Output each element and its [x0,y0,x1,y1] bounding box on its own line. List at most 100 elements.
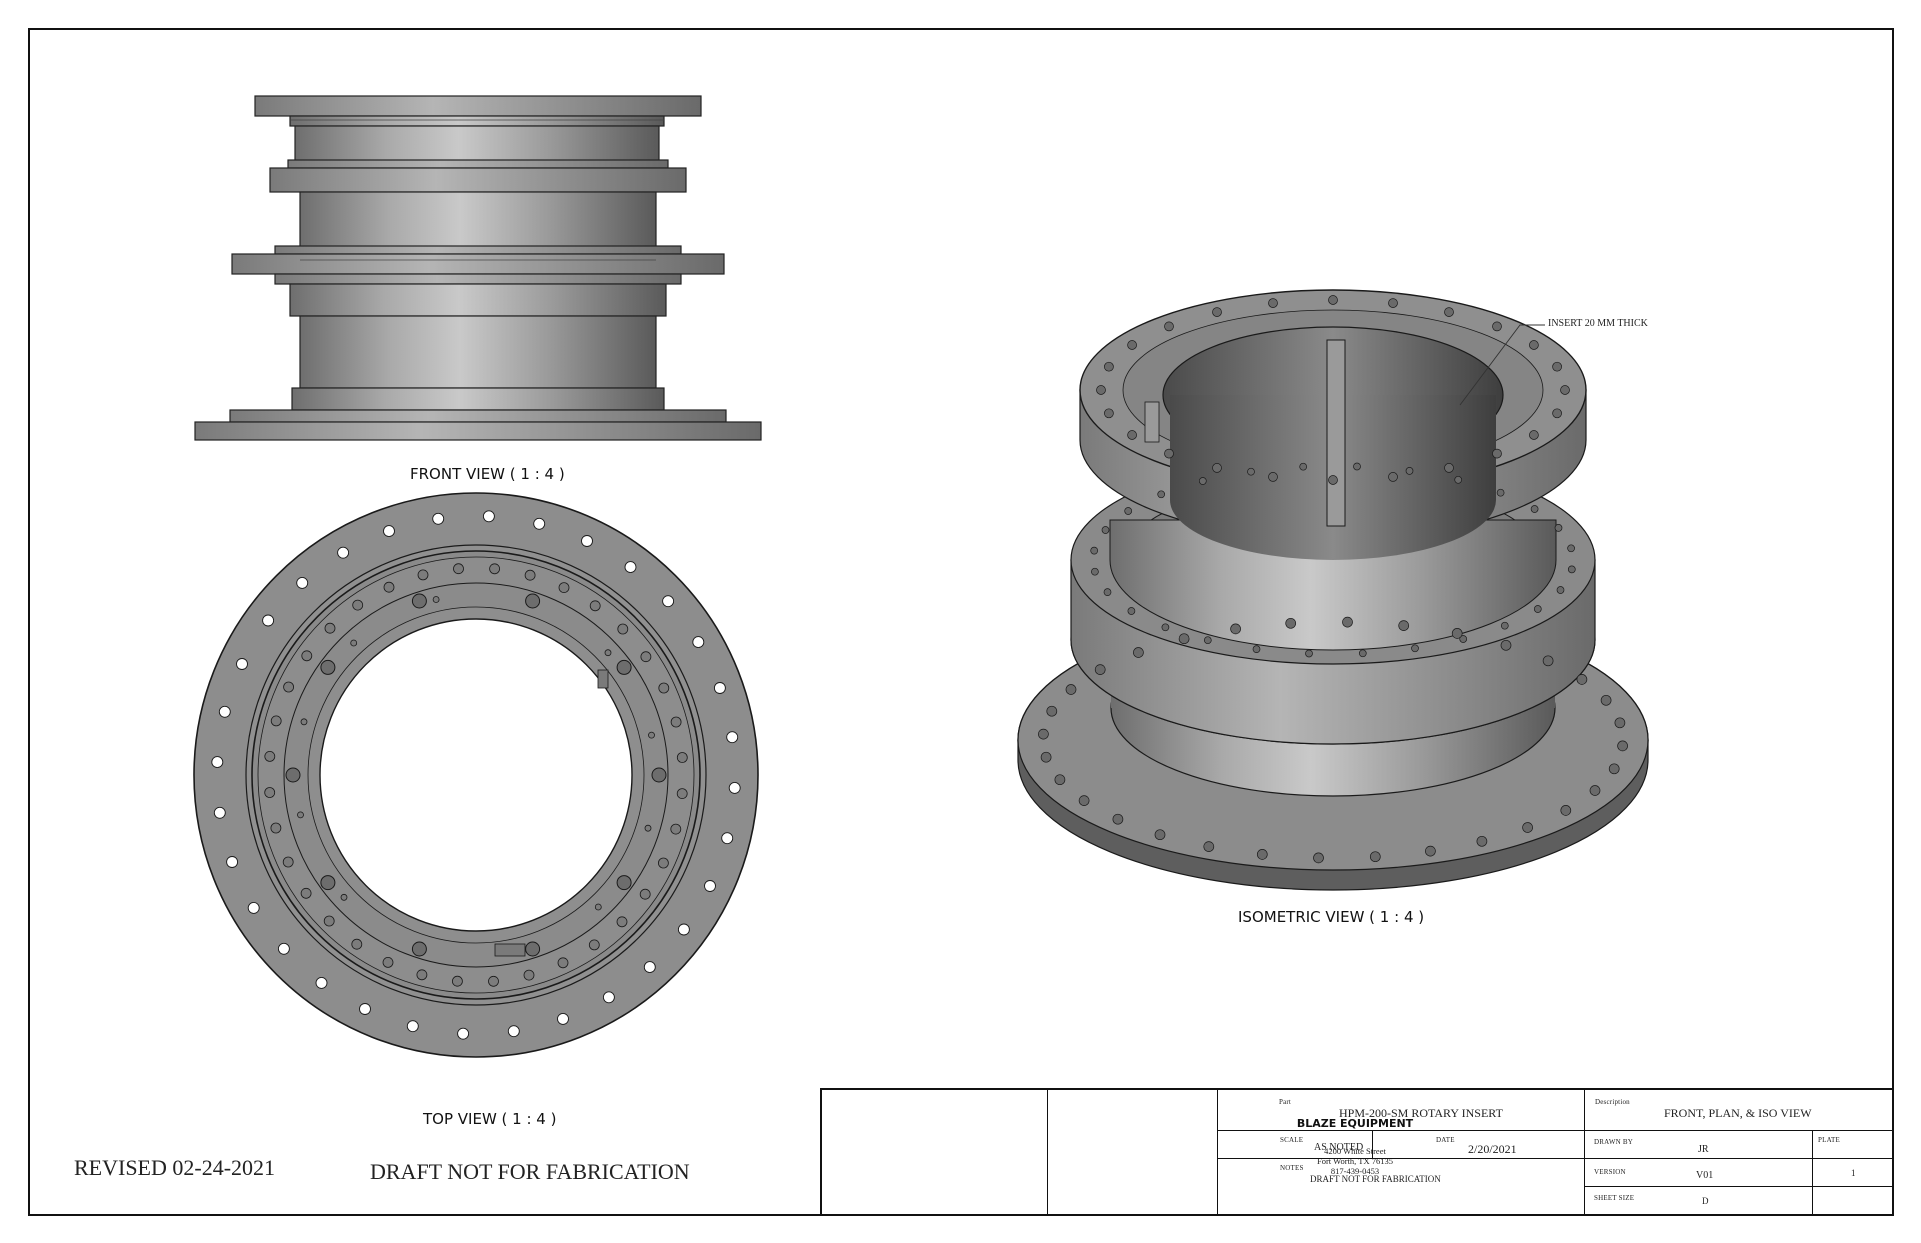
bolt-hole [713,682,726,694]
bolt-hole [296,576,309,589]
bolt-hole [1212,463,1222,473]
bolt-hole [1104,361,1114,372]
bolt-hole [1533,605,1542,613]
bolt-hole [1342,616,1353,628]
bolt-hole [300,887,312,899]
bolt-hole [1091,567,1099,576]
notes-label: NOTES [1280,1164,1304,1172]
bolt-hole [1040,751,1052,763]
bolt-hole [1454,475,1463,484]
bolt-hole [1046,705,1058,717]
bolt-hole [557,1012,569,1025]
draft-note: DRAFT NOT FOR FABRICATION [370,1159,690,1184]
bolt-hole [676,788,688,799]
bolt-hole [1567,544,1575,553]
bolt-hole [337,546,350,559]
bolt-hole [1496,488,1505,497]
bolt-hole [676,752,688,763]
bolt-hole [1405,467,1414,475]
bolt-hole [1103,588,1112,596]
bolt-hole [1124,507,1133,515]
scale-value: AS NOTED [1314,1142,1364,1153]
bolt-hole [1444,307,1454,317]
bolt-hole [523,969,535,981]
drawn-by-label: DRAWN BY [1594,1138,1633,1146]
bolt-hole [721,832,734,845]
bolt-hole [1614,717,1626,729]
bolt-hole [383,581,395,593]
description-value: FRONT, PLAN, & ISO VIEW [1664,1106,1812,1120]
date-label: DATE [1436,1136,1455,1144]
bolt-hole [1096,385,1106,395]
bolt-hole [488,975,499,987]
bolt-hole [1112,813,1124,825]
bolt-hole [301,650,313,662]
bolt-hole [670,716,682,728]
logo-wordmark: BLAZE [915,1134,1028,1169]
bolt-hole [533,517,546,530]
bolt-hole [670,823,682,835]
bolt-hole [704,880,716,892]
bolt-hole [728,781,741,794]
bolt-hole [411,593,427,609]
bolt-hole [1552,408,1562,419]
bolt-hole [658,682,670,694]
bolt-hole [1212,307,1222,317]
bolt-hole [1476,835,1488,847]
bolt-hole [406,1020,419,1033]
bolt-hole [1576,674,1588,685]
front-view-caption: FRONT VIEW ( 1 : 4 ) [410,465,565,483]
bolt-hole [1554,524,1563,532]
bolt-hole [1268,472,1278,482]
bolt-hole [1500,621,1509,630]
bolt-hole [1451,628,1463,639]
notes-value: DRAFT NOT FOR FABRICATION [1310,1174,1441,1184]
bolt-hole [624,561,637,574]
bolt-hole [1157,490,1166,499]
bolt-hole [525,593,541,609]
isometric-view-caption: ISOMETRIC VIEW ( 1 : 4 ) [1238,908,1425,926]
plate-value: 1 [1851,1168,1856,1178]
bolt-hole [1161,623,1170,632]
bolt-hole [581,535,593,547]
bolt-hole [1133,647,1144,658]
bolt-hole [432,596,440,603]
bolt-hole [643,961,656,974]
bolt-hole [350,639,358,647]
front-view [194,95,762,441]
bolt-hole [323,915,335,927]
bolt-hole [602,991,615,1004]
bolt-hole [1560,805,1572,816]
bolt-hole [639,888,651,900]
bolt-hole [1444,463,1454,473]
bolt-hole [1285,617,1297,629]
bolt-hole [1252,645,1261,653]
part-label: Part [1279,1098,1292,1106]
bolt-hole [315,976,328,989]
bolt-hole [640,651,652,663]
bolt-hole [1560,385,1570,395]
bolt-hole [589,600,601,612]
top-view-caption: TOP VIEW ( 1 : 4 ) [423,1110,557,1128]
bolt-hole [1530,505,1539,513]
bolt-hole [1529,430,1539,440]
bolt-hole [1178,633,1190,645]
bolt-hole [1522,822,1533,833]
company-info: BLAZE EQUIPMENT 4200 White Street Fort W… [1044,1090,1413,1214]
plate-label: PLATE [1818,1136,1840,1144]
logo-subtitle: EQUIPMENT [919,1170,1010,1185]
title-block: BLAZE EQUIPMENT BLAZE EQUIPMENT 4200 Whi… [820,1088,1894,1216]
bolt-hole [1101,526,1110,534]
company-address-line1: 4200 White Street [1324,1146,1386,1156]
top-view-outer-bolt-holes [211,510,741,1040]
bolt-hole [726,731,739,744]
bolt-hole [1078,795,1090,806]
bolt-hole [1094,664,1106,675]
bolt-hole [1164,448,1174,459]
bolt-hole [1608,763,1620,775]
bolt-hole [616,916,628,928]
bolt-hole [359,1003,371,1015]
bolt-hole [1104,408,1114,419]
bolt-hole [1425,845,1436,857]
bolt-hole [1369,851,1381,863]
